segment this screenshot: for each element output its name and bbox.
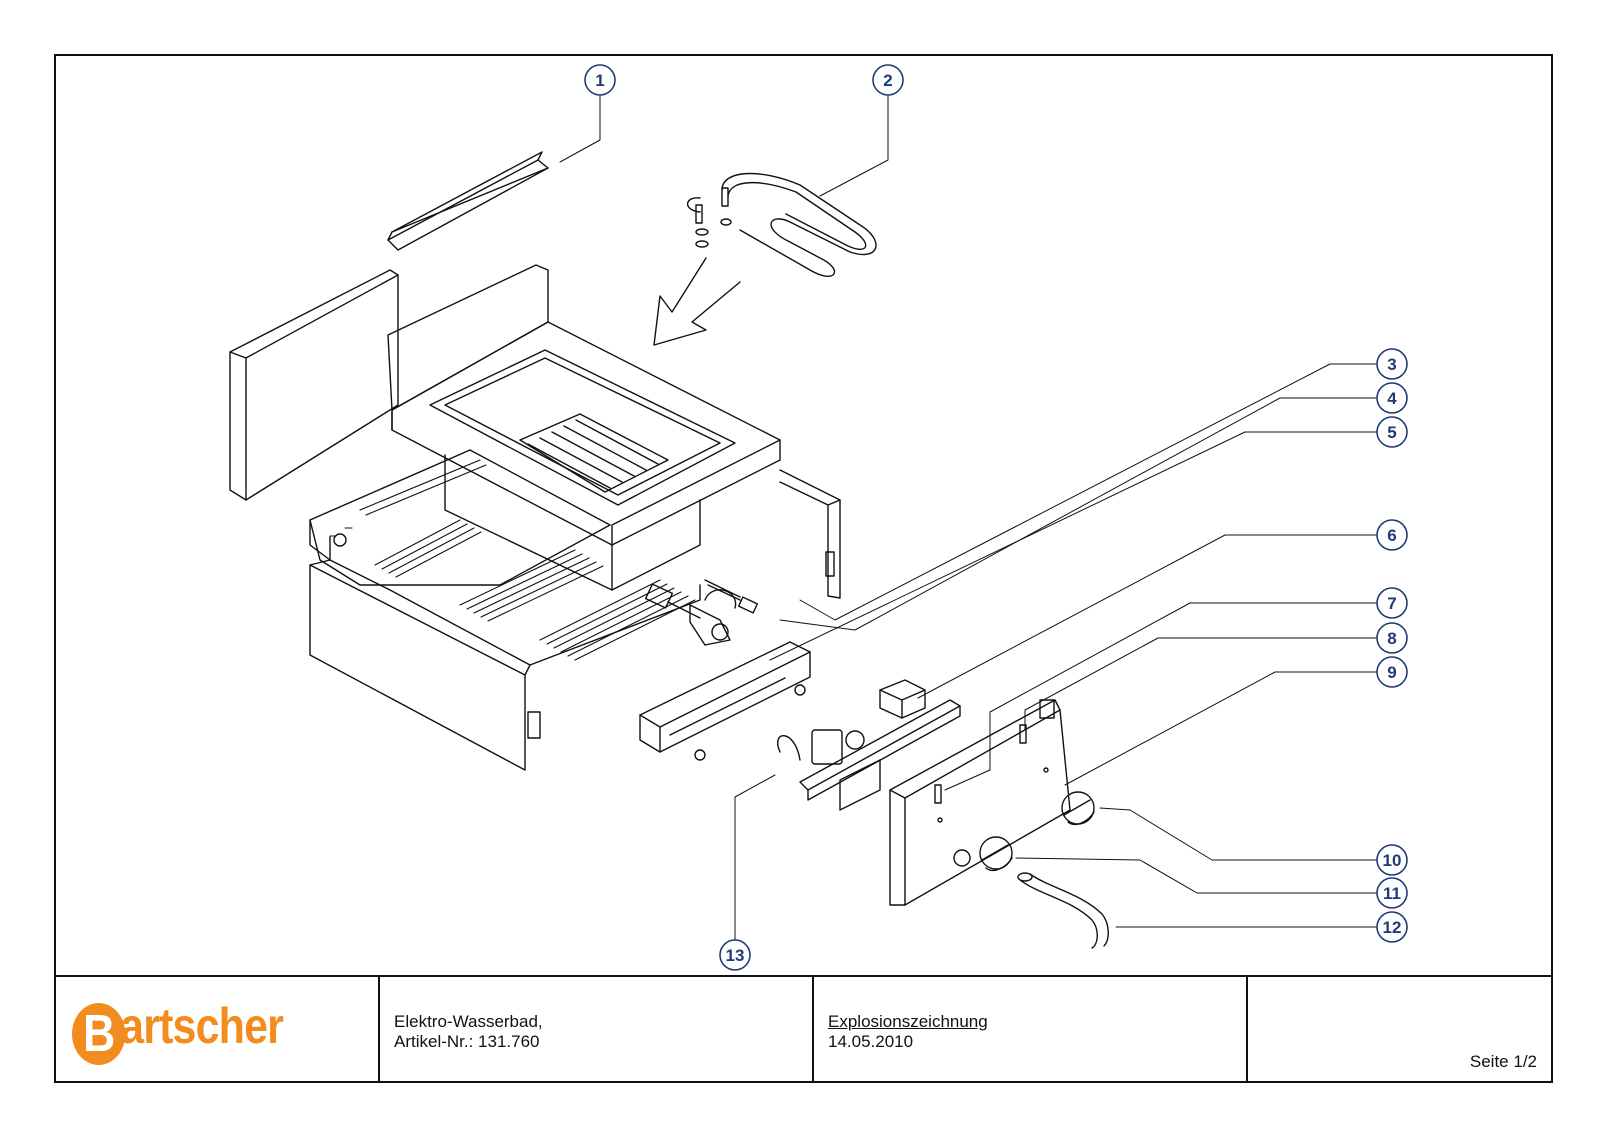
logo-wordmark: artscher [120, 998, 284, 1054]
part-right-side-panel [779, 469, 841, 599]
part-heating-element [686, 172, 877, 277]
logo-b-mark: B [72, 1003, 126, 1065]
part-switch [879, 679, 926, 719]
part-rail [387, 151, 549, 251]
part-left-side-panel [229, 269, 399, 501]
callout-8: 8 [1376, 622, 1408, 654]
callout-5: 5 [1376, 416, 1408, 448]
callout-4: 4 [1376, 382, 1408, 414]
callout-11: 11 [1376, 877, 1408, 909]
callout-12: 12 [1376, 911, 1408, 943]
assembly-arrow [653, 257, 741, 346]
part-water-basin [387, 264, 781, 591]
drawing-date: 14.05.2010 [828, 1032, 914, 1051]
part-hose [1017, 872, 1109, 949]
part-thermostat-assembly [777, 699, 961, 811]
sheet-frame [54, 54, 1553, 1083]
article-number: Artikel-Nr.: 131.760 [394, 1032, 540, 1051]
callout-2: 2 [872, 64, 904, 96]
part-knob-11 [979, 836, 1013, 872]
part-housing [309, 449, 701, 771]
svg-text:1: 1 [595, 71, 604, 90]
part-control-panel [889, 699, 1071, 906]
exploded-view-drawing: 1 2 3 4 5 6 7 8 9 10 11 12 13 [229, 64, 1408, 971]
svg-text:9: 9 [1387, 663, 1396, 682]
callout-13: 13 [719, 939, 751, 971]
svg-text:4: 4 [1387, 389, 1397, 408]
svg-text:2: 2 [883, 71, 892, 90]
svg-text:6: 6 [1387, 526, 1396, 545]
product-name: Elektro-Wasserbad, [394, 1012, 543, 1031]
svg-text:8: 8 [1387, 629, 1396, 648]
callout-3: 3 [1376, 348, 1408, 380]
leader-lines [559, 95, 1377, 941]
part-mounting-rail [639, 641, 811, 761]
svg-text:12: 12 [1383, 918, 1402, 937]
callout-7: 7 [1376, 587, 1408, 619]
svg-text:7: 7 [1387, 594, 1396, 613]
product-cell: Elektro-Wasserbad, Artikel-Nr.: 131.760 [380, 977, 814, 1083]
page-number: Seite 1/2 [1469, 1052, 1537, 1071]
page-cell: Seite 1/2 [1248, 977, 1549, 1083]
svg-text:5: 5 [1387, 423, 1396, 442]
svg-text:3: 3 [1387, 355, 1396, 374]
svg-text:10: 10 [1383, 851, 1402, 870]
callout-6: 6 [1376, 519, 1408, 551]
part-drain-valve [644, 583, 759, 646]
part-sensor [704, 579, 741, 601]
drawing-info-cell: Explosionszeichnung 14.05.2010 [814, 977, 1248, 1083]
part-knob-10 [1061, 791, 1095, 826]
svg-text:13: 13 [726, 946, 745, 965]
callout-10: 10 [1376, 844, 1408, 876]
callout-markers: 1 2 3 4 5 6 7 8 9 10 11 12 13 [584, 64, 1408, 971]
callout-9: 9 [1376, 656, 1408, 688]
drawing-type: Explosionszeichnung [828, 1012, 988, 1031]
callout-1: 1 [584, 64, 616, 96]
svg-text:11: 11 [1383, 884, 1401, 903]
